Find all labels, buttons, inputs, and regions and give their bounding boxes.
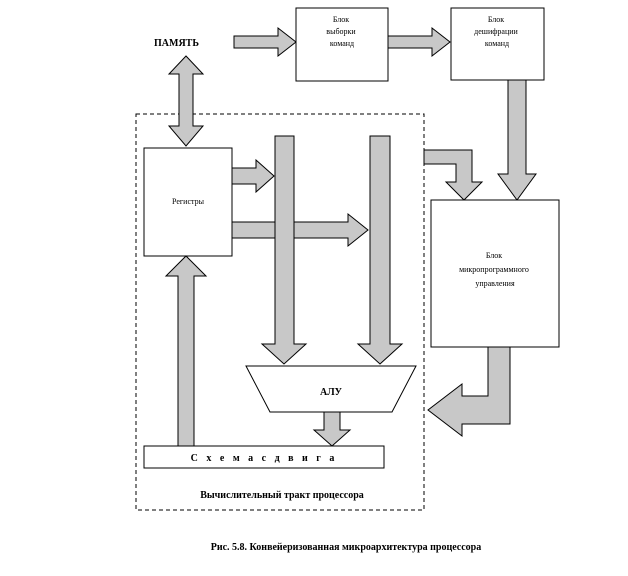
registers-label: Регистры	[172, 197, 205, 206]
shifter-to-registers-arrow	[164, 255, 208, 447]
decode-block	[450, 7, 545, 81]
shifter-block	[143, 445, 385, 469]
registers-to-bus-a-arrow	[231, 158, 275, 194]
figure-caption: Рис. 5.8. Конвейеризованная микроархитек…	[211, 542, 482, 553]
registers-block	[143, 147, 233, 257]
registers-to-bus-b-arrow	[231, 212, 369, 248]
decode-to-microprogram-arrow	[497, 79, 537, 201]
bus-a-to-alu-arrow	[260, 135, 308, 365]
alu-to-shifter-arrow	[312, 411, 352, 447]
shifter-label: С х е м а с д в и г а	[191, 453, 338, 464]
bus-b-to-alu-arrow	[356, 135, 404, 365]
fetch-block	[295, 7, 389, 82]
fetch-to-decode-arrow	[387, 26, 451, 58]
datapath-label: Вычислительный тракт процессора	[200, 490, 364, 501]
fetch-block-label: Блок выборки команд	[326, 15, 357, 48]
alu-block	[245, 365, 417, 413]
microprogram-control-block	[430, 199, 560, 348]
datapath-to-control-arrow	[423, 149, 484, 201]
memory-to-fetch-arrow	[233, 26, 297, 58]
memory-label: ПАМЯТЬ	[154, 38, 199, 49]
microprogram-to-alu-arrow	[427, 346, 511, 438]
microprogram-control-label: Блок микропрограммного управления	[459, 251, 531, 288]
datapath-boundary	[135, 113, 425, 511]
decode-block-label: Блок дешифрации команд	[474, 15, 520, 48]
alu-label: АЛУ	[320, 387, 343, 398]
memory-registers-bidirectional-arrow	[167, 55, 205, 147]
